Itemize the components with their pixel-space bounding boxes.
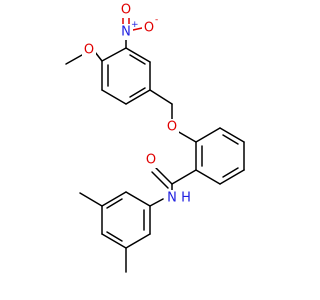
atom-o-methoxy: O — [84, 43, 94, 58]
atom-n-amide: N — [167, 191, 177, 206]
ring-b — [195, 127, 245, 185]
atom-h-amide: H — [181, 191, 191, 206]
atom-o-nitro-right: O — [144, 21, 154, 36]
molecule-structure-diagram: O N + O O - O O N H — [65, 3, 245, 273]
atom-label-layer: O N + O O - O O N H — [82, 3, 193, 206]
atom-n-nitro: N — [121, 25, 131, 40]
ring-c — [101, 191, 151, 249]
bond-n-ringC — [149, 198, 164, 207]
charge-minus-nitro: - — [155, 15, 158, 25]
bond-o-ringA — [94, 51, 103, 62]
atom-o-carbonyl: O — [146, 153, 156, 168]
atom-o-ether: O — [167, 120, 177, 135]
atom-o-nitro-top: O — [121, 3, 131, 18]
bond-nitro-n-o-right — [132, 27, 143, 31]
charge-plus-nitro: + — [131, 20, 139, 30]
bond-carbonyl-co-1 — [155, 167, 173, 185]
bond-ringB-carbonyl-c — [171, 169, 197, 185]
bond-methyl-o — [65, 54, 83, 65]
bond-ringA-ch2 — [149, 89, 173, 105]
ring-a — [101, 47, 151, 105]
bond-layer — [65, 15, 245, 273]
bond-o-ether-ringB — [176, 130, 197, 143]
bond-carbonyl-co-2 — [151, 171, 169, 189]
bond-methyl-top — [79, 192, 103, 207]
